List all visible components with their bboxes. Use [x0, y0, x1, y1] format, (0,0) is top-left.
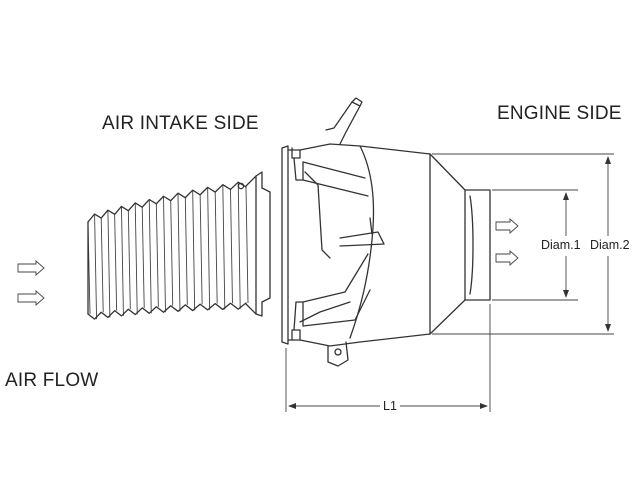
dimension-diam2 [432, 153, 614, 335]
bellows-rib [141, 207, 145, 308]
filter-housing [281, 97, 466, 367]
dimension-l1 [285, 304, 491, 412]
bellows-rib [100, 218, 104, 313]
dimension-diam1 [492, 189, 578, 301]
bellows-rib [230, 189, 233, 304]
diam1-label: Diam.1 [541, 238, 581, 252]
bellows-rib [245, 186, 249, 304]
bellows-rib [192, 190, 196, 311]
l1-label: L1 [383, 399, 397, 413]
bellows-rib [177, 193, 181, 312]
bellows-bottom-edge [87, 302, 247, 320]
bellows-rib [184, 197, 188, 305]
air-intake-side-label: AIR INTAKE SIDE [102, 113, 259, 134]
bellows-rib [94, 214, 98, 320]
bellows-hose [87, 181, 249, 320]
bellows-rib [148, 199, 152, 314]
air-flow-label: AIR FLOW [5, 370, 99, 391]
bellows-top-edge [87, 181, 247, 223]
bellows-rib [207, 187, 211, 310]
bellows-rib [163, 196, 166, 313]
air-flow-arrows-left [17, 260, 45, 306]
bellows-rib [127, 210, 131, 310]
bellows-rib [134, 202, 138, 315]
engine-side-label: ENGINE SIDE [497, 103, 622, 124]
bellows-rib [121, 206, 124, 316]
bellows-rib [155, 203, 159, 307]
air-flow-arrows-right [495, 218, 519, 266]
diam2-label: Diam.2 [590, 238, 630, 252]
bellows-rib [214, 192, 218, 304]
hose-coupler [237, 171, 271, 317]
bellows-rib [114, 214, 118, 311]
bellows-rib [199, 194, 203, 305]
bellows-rib [237, 182, 241, 310]
bellows-rib [222, 184, 226, 310]
bellows-rib [107, 210, 111, 318]
bellows-rib [170, 200, 174, 306]
outlet-tube [464, 189, 491, 301]
